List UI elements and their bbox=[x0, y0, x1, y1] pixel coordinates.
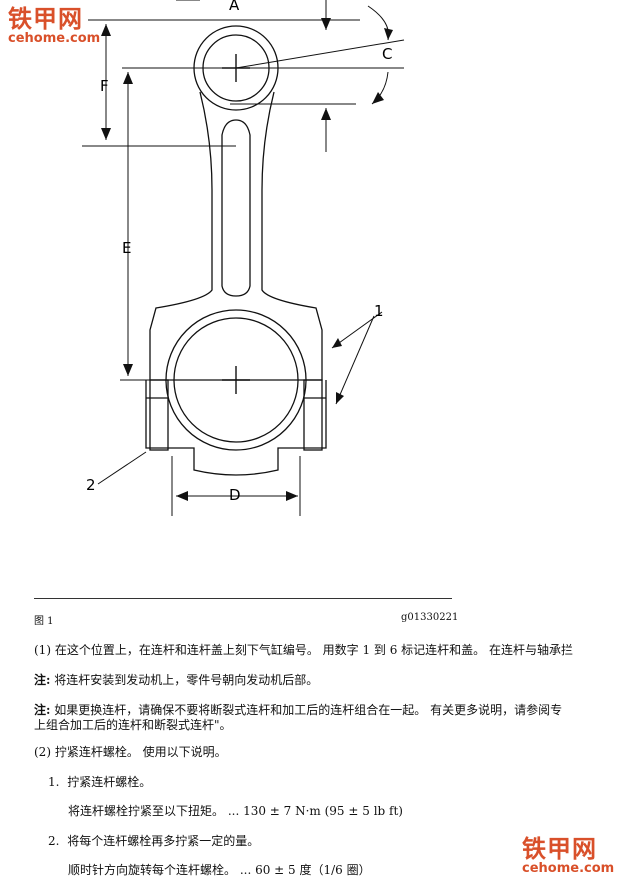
note-2: 注: 如果更换连杆，请确保不要将断裂式连杆和加工后的连杆组合在一起。 有关更多说… bbox=[34, 701, 562, 718]
paragraph-step-2: (2) 拧紧连杆螺栓。 使用以下说明。 bbox=[34, 745, 227, 759]
note-label: 注: bbox=[34, 673, 51, 687]
note-2-continuation: 上组合加工后的连杆和断裂式连杆"。 bbox=[34, 718, 232, 732]
note-text: 如果更换连杆，请确保不要将断裂式连杆和加工后的连杆组合在一起。 有关更多说明，请… bbox=[50, 703, 563, 717]
bolt-right bbox=[303, 379, 323, 451]
substep-1-detail: 将连杆螺栓拧紧至以下扭矩。 ... 130 ± 7 N·m (95 ± 5 lb… bbox=[68, 804, 403, 818]
substep-2-detail: 顺时针方向旋转每个连杆螺栓。 ... 60 ± 5 度（1/6 圈） bbox=[68, 863, 371, 877]
note-text: 将连杆安装到发动机上，零件号朝向发动机后部。 bbox=[50, 673, 319, 687]
substep-text: 拧紧连杆螺栓。 bbox=[67, 775, 152, 789]
bolt-left bbox=[149, 379, 169, 451]
note-1: 注: 将连杆安装到发动机上，零件号朝向发动机后部。 bbox=[34, 671, 318, 688]
substep-1: 1. 拧紧连杆螺栓。 bbox=[48, 773, 151, 790]
substep-text: 将每个连杆螺栓再多拧紧一定的量。 bbox=[67, 834, 260, 848]
connecting-rod-diagram: A C F E D 1 2 bbox=[82, 0, 405, 516]
watermark-domain: cehome.com bbox=[522, 861, 615, 876]
watermark-top-left: 铁甲网 cehome.com bbox=[8, 6, 100, 46]
dimension-label-c: C bbox=[382, 45, 392, 63]
substep-2: 2. 将每个连杆螺栓再多拧紧一定的量。 bbox=[48, 832, 259, 849]
watermark-logo-text: 铁甲网 bbox=[522, 835, 597, 863]
callout-label-2: 2 bbox=[86, 476, 96, 494]
paragraph-step-1: (1) 在这个位置上，在连杆和连杆盖上刻下气缸编号。 用数字 1 到 6 标记连… bbox=[34, 643, 573, 657]
figure-caption-label: 图 1 bbox=[34, 616, 54, 627]
rod-cap bbox=[145, 380, 327, 476]
dimension-label-e: E bbox=[122, 239, 131, 257]
watermark-bottom-right: 铁甲网 cehome.com bbox=[522, 836, 614, 876]
substep-number: 1. bbox=[48, 775, 60, 789]
rod-shank bbox=[149, 91, 323, 381]
dimension-label-d: D bbox=[229, 486, 241, 504]
callout-label-1: 1 bbox=[374, 302, 384, 320]
watermark-logo-text: 铁甲网 bbox=[8, 5, 83, 33]
caption-rule bbox=[34, 598, 452, 599]
dimension-label-f: F bbox=[100, 77, 109, 95]
note-label: 注: bbox=[34, 703, 51, 717]
watermark-domain: cehome.com bbox=[8, 31, 101, 46]
rod-shank-groove bbox=[221, 119, 251, 297]
figure-caption-id: g01330221 bbox=[401, 612, 459, 623]
substep-number: 2. bbox=[48, 834, 60, 848]
dimension-label-a: A bbox=[229, 0, 240, 14]
